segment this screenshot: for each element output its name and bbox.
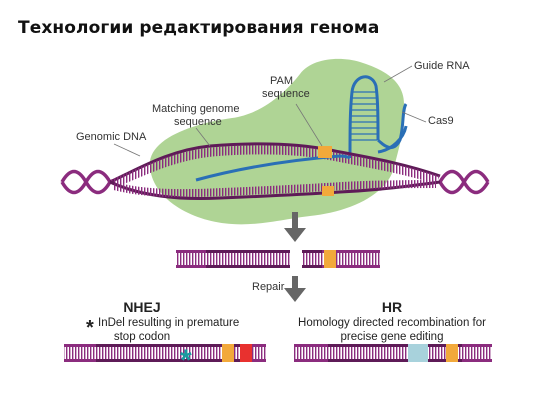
nhej-title: NHEJ — [123, 299, 160, 315]
dna-lower-rungs — [112, 180, 437, 198]
hr-title: HR — [382, 299, 402, 315]
dna-upper-strand — [109, 142, 441, 184]
nhej-desc-2: stop codon — [114, 331, 170, 343]
nhej-star: * — [86, 317, 94, 339]
hr-dna — [294, 344, 492, 362]
label-genomic-dna: Genomic DNA — [76, 131, 147, 143]
label-repair: Repair — [252, 281, 285, 293]
pam-lower — [322, 186, 334, 196]
hr-desc-1: Homology directed recombination for — [298, 317, 486, 329]
arrow-down-2 — [284, 276, 306, 302]
indel-star-icon: * — [180, 344, 192, 377]
dna-upper-rungs — [110, 145, 440, 189]
hr-desc-2: precise gene editing — [341, 331, 444, 343]
page-title: Технологии редактирования генома — [18, 18, 380, 38]
arrow-down-1 — [284, 212, 306, 242]
cas9-arc — [377, 125, 408, 154]
label-pam: PAM — [270, 75, 293, 87]
nhej-dna — [64, 344, 266, 362]
label-guide-rna: Guide RNA — [414, 60, 470, 72]
label-cas9: Cas9 — [428, 115, 454, 127]
guide-rna-rungs — [351, 91, 377, 141]
label-matching-genome: Matching genome — [152, 103, 239, 115]
dna-helix-left — [60, 169, 112, 195]
cut-dna — [176, 250, 380, 268]
label-pam-2: sequence — [262, 88, 310, 100]
leader-lines — [113, 65, 427, 157]
label-matching-genome-2: sequence — [174, 116, 222, 128]
nhej-desc-1: InDel resulting in premature — [98, 317, 239, 329]
dna-helix-right — [438, 169, 490, 195]
pam-upper — [318, 146, 332, 158]
